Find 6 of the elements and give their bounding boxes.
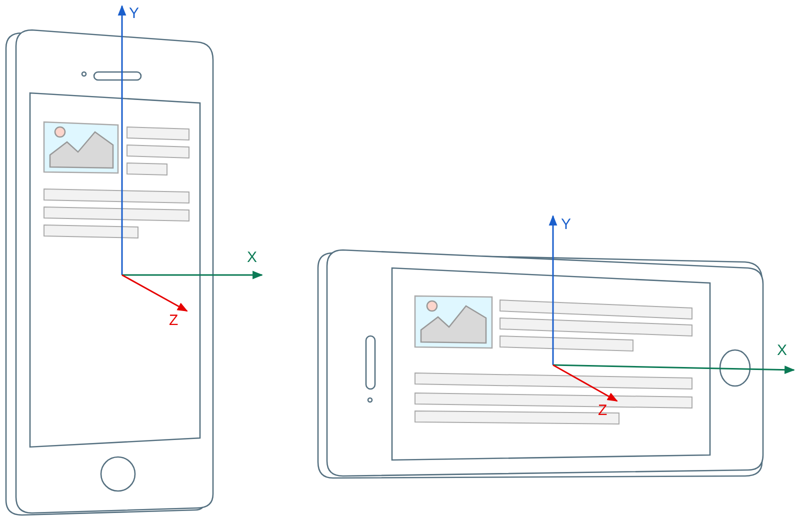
axis-label: X [247, 250, 258, 265]
axis-label: Y [129, 6, 140, 21]
axis-label: Z [169, 313, 178, 328]
axis-label: X [777, 343, 788, 358]
axis-label: Z [598, 403, 608, 418]
axis-label: Y [561, 217, 572, 232]
